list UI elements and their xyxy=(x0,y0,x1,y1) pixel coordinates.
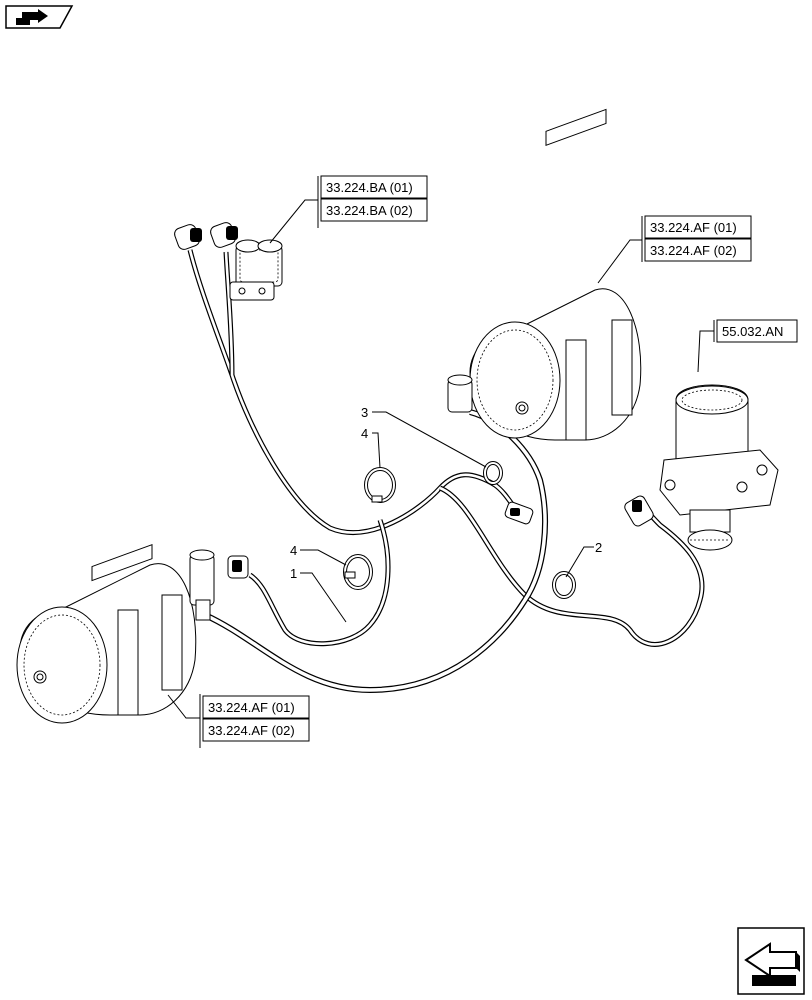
air-hose xyxy=(203,409,548,694)
clip-item-4-lower xyxy=(343,554,373,590)
ref-tank-right-02[interactable]: 33.224.AF (02) xyxy=(650,243,737,258)
callout-label-4b: 4 xyxy=(290,543,297,558)
callout-label-4a: 4 xyxy=(361,426,368,441)
callout-label-2: 2 xyxy=(595,540,602,555)
air-tank-left xyxy=(16,543,249,724)
ref-tank-left-01[interactable]: 33.224.AF (01) xyxy=(208,700,295,715)
nav-forward-icon[interactable] xyxy=(737,927,805,995)
ref-air-dryer[interactable]: 55.032.AN xyxy=(697,319,798,373)
callout-3: 3 xyxy=(361,405,487,468)
callout-label-1: 1 xyxy=(290,566,297,581)
ref-solenoid-valve[interactable]: 33.224.BA (01) 33.224.BA (02) xyxy=(269,175,428,244)
inline-connector xyxy=(504,501,534,525)
ref-solenoid-valve-02[interactable]: 33.224.BA (02) xyxy=(326,203,413,218)
callout-4-upper: 4 xyxy=(361,426,381,469)
nav-back-icon[interactable] xyxy=(5,5,74,29)
ref-solenoid-valve-01[interactable]: 33.224.BA (01) xyxy=(326,180,413,195)
ref-tank-right-01[interactable]: 33.224.AF (01) xyxy=(650,220,737,235)
clip-item-4-upper xyxy=(364,467,396,503)
o-ring-item-2 xyxy=(552,571,576,599)
ref-tank-left-02[interactable]: 33.224.AF (02) xyxy=(208,723,295,738)
callout-1: 1 xyxy=(290,566,347,623)
air-dryer xyxy=(624,384,779,551)
air-tank-right xyxy=(447,108,642,441)
callout-4-lower: 4 xyxy=(290,543,347,566)
o-ring-item-3 xyxy=(483,461,503,485)
ref-tank-left[interactable]: 33.224.AF (01) 33.224.AF (02) xyxy=(167,694,310,748)
callout-label-3: 3 xyxy=(361,405,368,420)
ref-tank-right[interactable]: 33.224.AF (01) 33.224.AF (02) xyxy=(597,215,752,284)
callout-2: 2 xyxy=(565,540,602,578)
wiring-harness xyxy=(187,249,705,647)
ref-air-dryer-label[interactable]: 55.032.AN xyxy=(722,324,783,339)
solenoid-valve xyxy=(174,222,283,301)
